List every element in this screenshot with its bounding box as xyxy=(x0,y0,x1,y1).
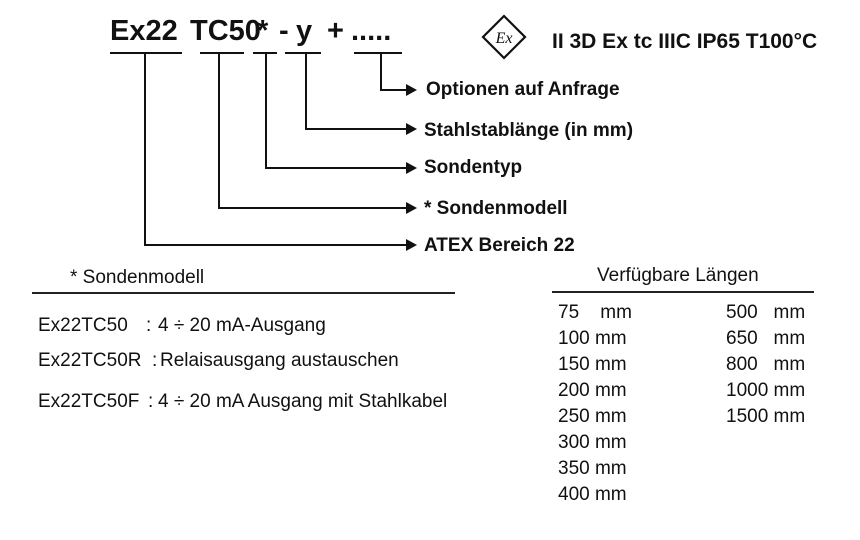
model-row-code: Ex22TC50 xyxy=(38,315,128,336)
code-options: ..... xyxy=(351,15,392,47)
code-dash: - xyxy=(279,15,289,47)
wire-atex-v xyxy=(144,54,146,245)
arrow-model xyxy=(406,202,417,214)
wire-options-v xyxy=(380,54,382,90)
model-row-desc: Relaisausgang austauschen xyxy=(160,350,399,371)
callout-type: Sondentyp xyxy=(424,157,523,178)
length-item: 300 mm xyxy=(558,432,627,453)
model-row-code: Ex22TC50R xyxy=(38,350,142,371)
wire-type-v xyxy=(265,54,267,168)
model-row-desc: 4 ÷ 20 mA Ausgang mit Stahlkabel xyxy=(158,391,448,412)
arrow-type xyxy=(406,162,417,174)
underline-model xyxy=(200,52,244,54)
atex-ex-icon: Ex xyxy=(481,14,527,60)
arrow-options xyxy=(406,84,417,96)
length-item: 1500 mm xyxy=(726,406,806,427)
code-prefix: Ex22 xyxy=(110,15,178,47)
model-row-sep: : xyxy=(152,350,158,371)
lengths-section-rule xyxy=(552,291,814,293)
wire-model-v xyxy=(218,54,220,208)
wire-length-h xyxy=(305,128,408,130)
length-item: 1000 mm xyxy=(726,380,806,401)
arrow-length xyxy=(406,123,417,135)
wire-type-h xyxy=(265,167,408,169)
underline-options xyxy=(354,52,402,54)
lengths-left-column: 75 mm 100 mm 150 mm 200 mm 250 mm 300 mm… xyxy=(558,300,632,508)
callout-options: Optionen auf Anfrage xyxy=(426,79,620,100)
model-row-desc: 4 ÷ 20 mA-Ausgang xyxy=(158,315,326,336)
length-item: 800 mm xyxy=(726,354,806,375)
length-item: 75 mm xyxy=(558,302,632,323)
callout-length: Stahlstablänge (in mm) xyxy=(424,120,634,141)
lengths-section-title: Verfügbare Längen xyxy=(597,265,759,286)
wire-options-h xyxy=(380,89,408,91)
ex-symbol-text: Ex xyxy=(495,30,513,47)
underline-star xyxy=(253,52,277,54)
arrow-atex xyxy=(406,239,417,251)
length-item: 250 mm xyxy=(558,406,627,427)
callout-model: * Sondenmodell xyxy=(424,198,568,219)
wire-model-h xyxy=(218,207,408,209)
code-plus: + xyxy=(327,15,344,47)
model-row-sep: : xyxy=(148,391,154,412)
models-section-title: * Sondenmodell xyxy=(70,267,205,288)
length-item: 200 mm xyxy=(558,380,627,401)
code-length-var: y xyxy=(296,15,313,47)
lengths-right-column: 500 mm 650 mm 800 mm 1000 mm 1500 mm xyxy=(726,300,805,430)
length-item: 150 mm xyxy=(558,354,627,375)
wire-length-v xyxy=(305,54,307,129)
length-item: 500 mm xyxy=(726,302,806,323)
atex-marking: II 3D Ex tc IIIC IP65 T100°C xyxy=(552,30,818,53)
wire-atex-h xyxy=(144,244,408,246)
length-item: 400 mm xyxy=(558,484,627,505)
models-section-rule xyxy=(32,292,455,294)
code-model: TC50 xyxy=(190,15,261,47)
model-row-code: Ex22TC50F xyxy=(38,391,140,412)
length-item: 350 mm xyxy=(558,458,627,479)
length-item: 100 mm xyxy=(558,328,627,349)
code-star: * xyxy=(257,15,269,47)
length-item: 650 mm xyxy=(726,328,806,349)
underline-prefix xyxy=(110,52,182,54)
model-row-sep: : xyxy=(146,315,152,336)
underline-length xyxy=(285,52,321,54)
callout-atex: ATEX Bereich 22 xyxy=(424,235,575,256)
